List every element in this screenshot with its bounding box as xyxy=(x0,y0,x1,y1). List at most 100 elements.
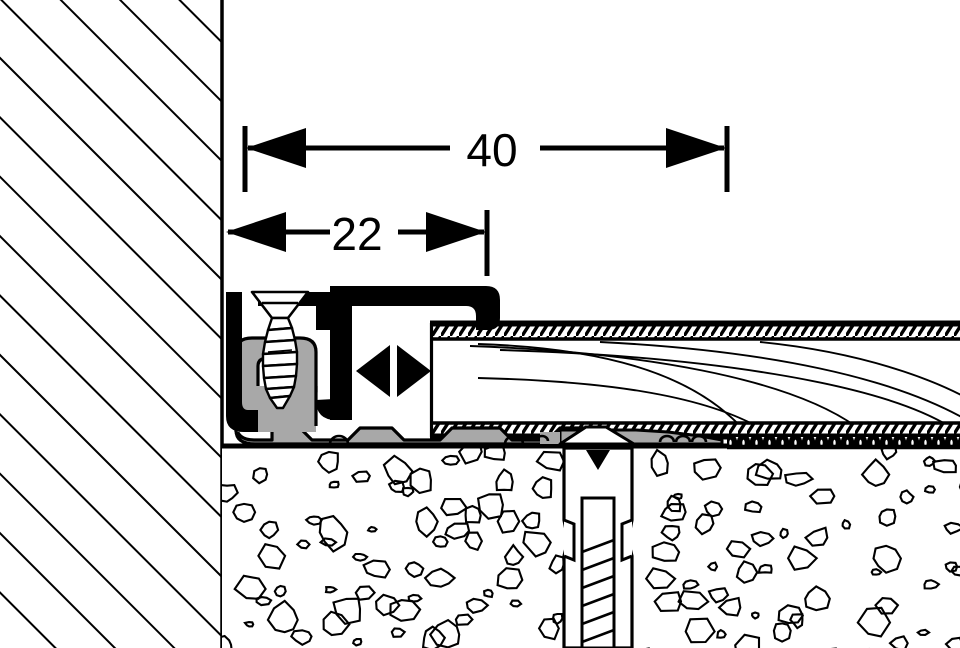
aggregate-stone xyxy=(693,458,722,481)
aggregate-stone xyxy=(682,579,700,590)
aggregate-stone xyxy=(407,593,423,603)
profile-left-leg xyxy=(226,292,258,432)
aggregate-stone xyxy=(703,500,724,518)
aggregate-stone xyxy=(660,525,681,542)
aggregate-stone xyxy=(950,565,960,577)
aggregate-stone xyxy=(439,498,469,517)
aggregate-stone xyxy=(677,590,710,611)
aggregate-stone xyxy=(880,447,898,461)
aggregate-stone xyxy=(899,489,915,505)
aggregate-stone xyxy=(860,458,891,488)
aggregate-stone xyxy=(803,526,829,547)
aggregate-stone xyxy=(322,610,351,637)
aggregate-stone xyxy=(257,543,287,570)
aggregate-stone xyxy=(362,559,392,579)
aggregate-stone xyxy=(644,567,677,590)
aggregate-stone xyxy=(650,448,669,478)
profile-inner-rib xyxy=(316,306,352,420)
base-plate-beads xyxy=(328,434,708,445)
aggregate-stone xyxy=(496,567,524,590)
aggregate-stone xyxy=(273,584,287,598)
aggregate-stone xyxy=(520,511,541,530)
aggregate-stone xyxy=(232,502,257,524)
aggregate-stone xyxy=(777,604,805,625)
aggregate-stone xyxy=(671,492,683,501)
aggregate-stone xyxy=(779,527,789,540)
aggregate-stone xyxy=(659,503,687,522)
aggregate-stone xyxy=(706,561,719,572)
aggregate-stone xyxy=(786,545,819,571)
aggregate-stone xyxy=(454,613,474,626)
aggregate-stone xyxy=(757,563,773,574)
aggregate-stone xyxy=(878,508,897,527)
aggregate-stone xyxy=(872,544,903,574)
aggregate-stone xyxy=(923,579,941,590)
dim22-arrow-left xyxy=(226,212,286,252)
aggregate-stone xyxy=(375,593,401,617)
aggregate-stone xyxy=(931,459,957,474)
screw-thread xyxy=(261,316,299,410)
aggregate-stone xyxy=(318,537,338,547)
wall-plug-anchor xyxy=(562,446,634,648)
aggregate-stone xyxy=(888,635,909,648)
aggregate-stone xyxy=(548,554,565,575)
aggregate-stone xyxy=(428,618,461,648)
aggregate-stone xyxy=(916,628,931,636)
aggregate-stone xyxy=(457,447,483,465)
aggregate-stone xyxy=(390,627,407,638)
aggregate-stone xyxy=(743,500,763,514)
aggregate-stone xyxy=(404,561,425,579)
aggregate-stone xyxy=(944,561,959,573)
aggregate-stone xyxy=(503,543,525,566)
aggregate-stone xyxy=(423,567,457,588)
dim40-arrow-right xyxy=(666,128,726,168)
aggregate-stone xyxy=(389,599,422,622)
aggregate-stone xyxy=(465,597,490,614)
aggregate-stone xyxy=(684,617,716,644)
wood-grain-arcs xyxy=(469,341,960,426)
aggregate-stone xyxy=(746,463,775,486)
aggregate-stone xyxy=(841,518,852,530)
anchor-screw-thread xyxy=(581,538,615,644)
aggregate-stone xyxy=(421,625,447,648)
aggregate-stone xyxy=(266,599,299,634)
panel-wear-layer-top xyxy=(430,320,960,341)
aggregate-stone xyxy=(366,525,378,533)
aggregate-stone xyxy=(725,540,752,559)
aggregate-stone xyxy=(750,531,775,548)
dim40-arrow-left xyxy=(246,128,306,168)
aggregate-stone xyxy=(754,458,783,480)
aggregate-stone xyxy=(409,467,432,495)
aggregate-stone xyxy=(431,535,449,548)
aggregate-stone xyxy=(772,622,792,643)
dim22-label: 22 xyxy=(331,208,382,260)
aggregate-stone xyxy=(252,467,269,485)
aggregate-stone xyxy=(804,585,831,612)
aggregate-stone xyxy=(496,509,521,534)
aggregate-stone xyxy=(734,633,761,648)
aggregate-stone xyxy=(243,621,255,628)
aggregate-stone xyxy=(476,493,504,520)
aggregate-stone xyxy=(716,628,727,639)
floor-panel-layer xyxy=(429,320,960,440)
aggregate-stone xyxy=(350,470,372,483)
aggregate-stone xyxy=(535,450,566,472)
profile-serrated-surface xyxy=(338,286,484,298)
aggregate-stone xyxy=(522,530,552,558)
aggregate-stone xyxy=(874,597,900,615)
aggregate-stone xyxy=(351,552,369,562)
aggregate-stone xyxy=(382,454,414,486)
aggregate-stone xyxy=(255,596,273,607)
aggregate-stone xyxy=(808,488,836,505)
aggregate-stone xyxy=(351,638,363,647)
aggregate-stone xyxy=(289,629,313,647)
aggregate-stone xyxy=(222,483,239,503)
aggregate-stone xyxy=(651,541,681,562)
aggregate-stone xyxy=(751,611,760,620)
aggregate-stone xyxy=(304,515,324,526)
aggregate-stone xyxy=(444,522,471,540)
dimension-visible-leg-width: 22 xyxy=(226,208,490,276)
dim22-arrow-right xyxy=(426,212,486,252)
aggregate-stone xyxy=(328,480,340,489)
